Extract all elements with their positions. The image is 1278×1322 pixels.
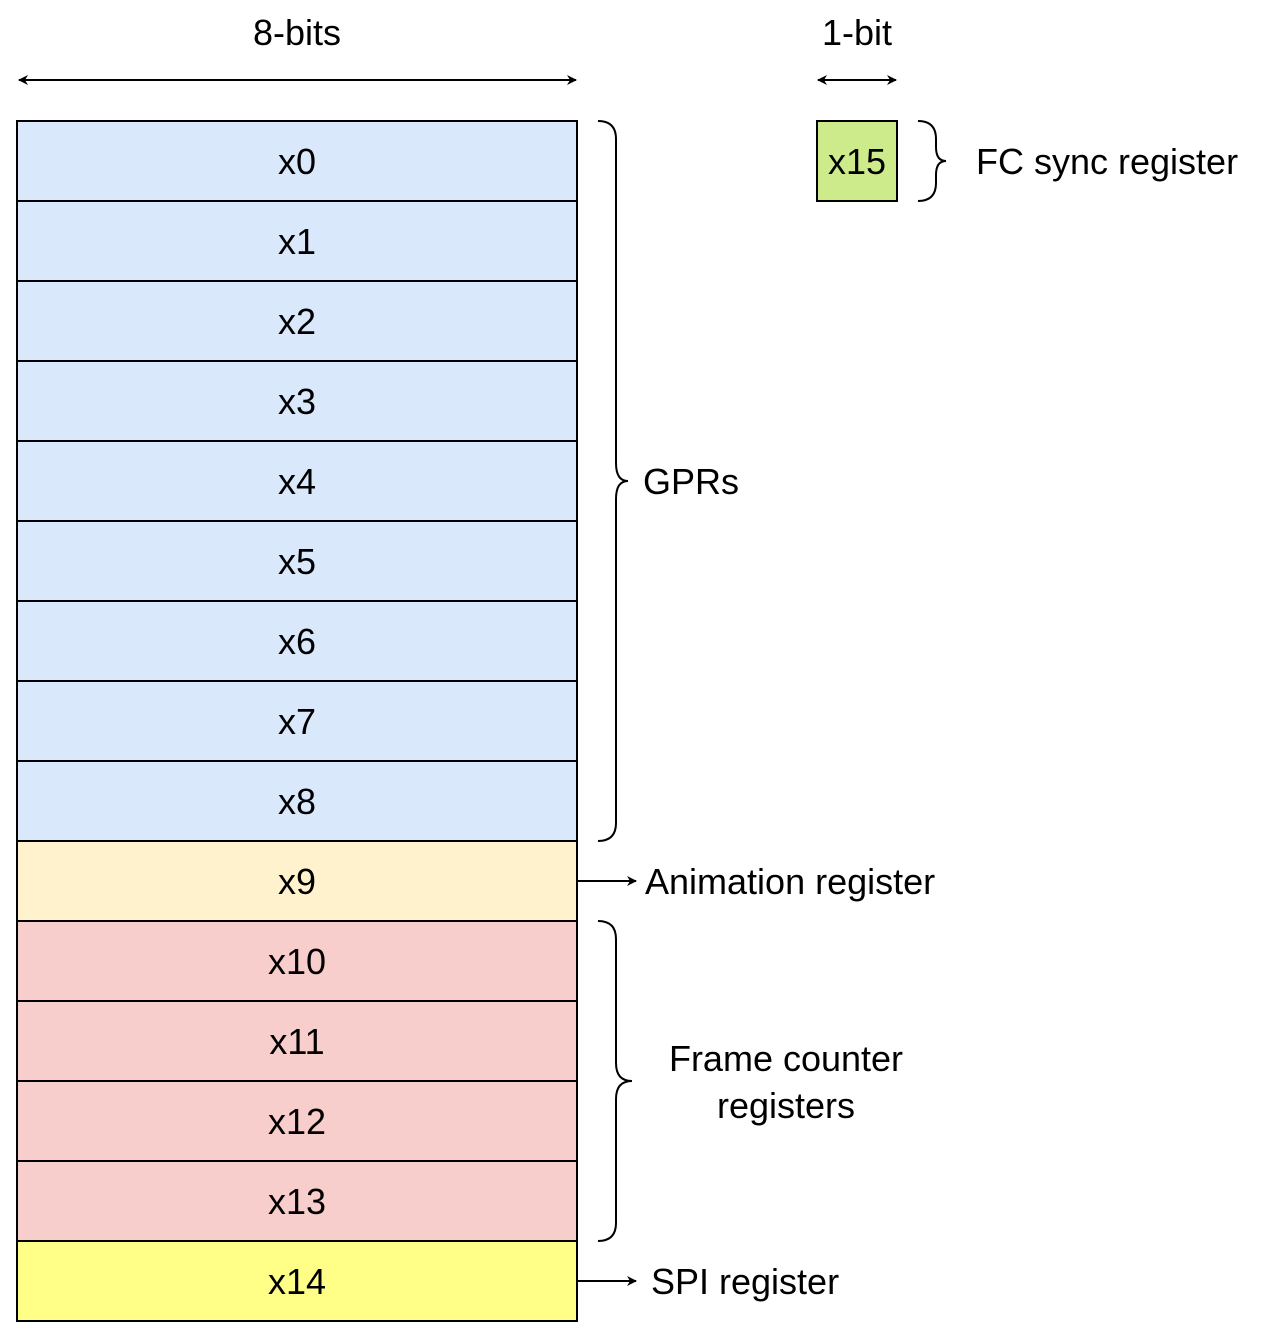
register-x1-box xyxy=(16,200,578,282)
register-x14-box xyxy=(16,1240,578,1322)
spi-label: SPI register xyxy=(651,1261,839,1302)
register-x3-box xyxy=(16,360,578,442)
register-x9-label: x9 xyxy=(278,861,316,902)
register-x0-label: x0 xyxy=(278,141,316,182)
register-x0-box xyxy=(16,120,578,202)
register-x5-label: x5 xyxy=(278,541,316,582)
fc-sync-brace xyxy=(917,120,947,202)
register-x11-label: x11 xyxy=(269,1021,324,1062)
register-x6-label: x6 xyxy=(278,621,316,662)
frame-counter-label-line2: registers xyxy=(717,1085,855,1126)
width-8bit-label: 8-bits xyxy=(253,12,341,53)
gprs-brace xyxy=(597,120,629,842)
register-x11-box xyxy=(16,1000,578,1082)
register-x12-label: x12 xyxy=(268,1101,326,1142)
register-x5-box xyxy=(16,520,578,602)
gprs-label: GPRs xyxy=(643,461,739,502)
register-x15-label: x15 xyxy=(828,141,886,182)
register-x12-box xyxy=(16,1080,578,1162)
register-x13-box xyxy=(16,1160,578,1242)
register-x2-label: x2 xyxy=(278,301,316,342)
register-x10-label: x10 xyxy=(268,941,326,982)
register-x2-box xyxy=(16,280,578,362)
animation-label: Animation register xyxy=(645,861,935,902)
fc-sync-label: FC sync register xyxy=(976,141,1238,182)
register-x9-box xyxy=(16,840,578,922)
frame-counter-label-line1: Frame counter xyxy=(669,1038,903,1079)
register-stack: x0 x1 x2 x3 x4 x5 x6 x7 x8 x9 x10 x11 x12 x13 x14 xyxy=(16,120,578,1322)
frame-counter-brace xyxy=(597,920,633,1242)
register-x7-label: x7 xyxy=(278,701,316,742)
register-x6-box xyxy=(16,600,578,682)
width-1bit-label: 1-bit xyxy=(822,12,892,53)
register-x4-label: x4 xyxy=(278,461,316,502)
register-x10-box xyxy=(16,920,578,1002)
register-x8-label: x8 xyxy=(278,781,316,822)
register-x15-box xyxy=(816,120,898,202)
register-x13-label: x13 xyxy=(268,1181,326,1222)
register-x3-label: x3 xyxy=(278,381,316,422)
register-x14-label: x14 xyxy=(268,1261,326,1302)
register-x1-label: x1 xyxy=(278,221,316,262)
register-x4-box xyxy=(16,440,578,522)
